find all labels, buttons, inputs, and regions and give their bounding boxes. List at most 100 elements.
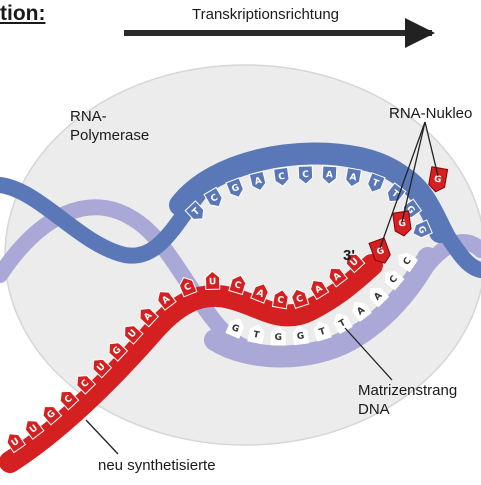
rna-base: A <box>139 307 160 328</box>
template-base-letter: T <box>252 330 261 341</box>
coding-base: C <box>203 186 223 208</box>
rna-base-letter: A <box>142 311 154 323</box>
coding-base-letter: A <box>254 176 263 187</box>
rna-base-letter: U <box>209 277 217 287</box>
coding-base: A <box>345 167 363 188</box>
rna-base: A <box>328 267 348 288</box>
coding-base-letter: A <box>326 170 334 180</box>
coding-base-letter: T <box>371 178 381 190</box>
coding-base-letter: C <box>209 193 220 205</box>
free-nucleotide: G <box>368 237 391 264</box>
rna-strand <box>0 254 383 473</box>
coding-base: T <box>386 182 407 203</box>
template-base-letter: C <box>402 256 414 267</box>
rna-base: G <box>108 342 129 362</box>
coding-base: C <box>273 166 290 187</box>
coding-base: A <box>248 170 267 192</box>
coding-base-letter: C <box>278 172 286 183</box>
template-base: T <box>333 313 353 335</box>
rna-base: U <box>6 433 27 454</box>
new-rna-label: neu synthetisierte <box>98 457 216 474</box>
free-nucleotide: G <box>428 166 449 193</box>
template-base: T <box>247 323 265 345</box>
coding-base: A <box>321 165 338 185</box>
rna-base: U <box>204 270 221 290</box>
free-nucleotides: GGG <box>368 166 449 264</box>
rna-base: C <box>271 289 289 310</box>
template-base-letter: C <box>388 274 400 286</box>
coding-base-letter: C <box>302 170 309 180</box>
new-rna-pointer <box>85 419 119 455</box>
free-nucleotide-letter: G <box>376 246 386 258</box>
template-base: T <box>313 321 332 342</box>
coding-base: G <box>412 219 433 239</box>
template-base: G <box>270 326 286 346</box>
rna-base-letter: A <box>332 271 344 283</box>
nucleotide-pointer-2 <box>401 121 426 223</box>
rna-base: C <box>178 276 198 298</box>
polymerase-label: RNA- Polymerase <box>70 108 150 144</box>
rna-base-letter: A <box>160 294 172 306</box>
template-base: C <box>398 252 419 273</box>
template-base-letter: T <box>338 318 349 330</box>
rna-base-letter: A <box>313 284 324 296</box>
rna-base: C <box>59 390 80 411</box>
coding-base-letter: T <box>389 189 401 201</box>
rna-base: U <box>24 420 45 440</box>
template-base-letter: G <box>274 333 282 343</box>
rna-base: C <box>228 274 247 296</box>
coding-base-letter: G <box>230 183 240 195</box>
rna-base: G <box>42 406 63 426</box>
template-backbone <box>204 247 439 368</box>
template-base: G <box>292 325 310 346</box>
template-base: G <box>225 318 245 339</box>
template-base-letter: G <box>230 323 241 335</box>
rna-base: A <box>157 291 177 311</box>
nucleotide-pointer-1 <box>424 121 439 177</box>
free-nucleotide: G <box>392 210 412 237</box>
rna-base: C <box>291 288 310 310</box>
free-nucleotide-letter: G <box>433 174 442 185</box>
template-base: A <box>369 287 390 308</box>
coding-base: T <box>184 200 205 220</box>
direction-label: Transkriptionsrichtung <box>192 6 340 23</box>
rna-base: A <box>250 283 269 304</box>
nucleotide-label: RNA-Nukleo <box>389 105 473 122</box>
coding-base-letter: G <box>415 225 427 236</box>
rna-base: U <box>345 253 366 274</box>
rna-base-letter: U <box>28 423 40 435</box>
three-prime-label: 3' <box>343 247 355 264</box>
coding-base-letter: T <box>191 206 203 218</box>
rna-base-letter: C <box>295 294 305 306</box>
template-base: A <box>352 302 372 322</box>
rna-base: U <box>92 358 113 379</box>
rna-base-letter: C <box>276 295 285 306</box>
coding-backbone <box>169 142 451 243</box>
template-base-letter: G <box>296 331 305 342</box>
template-base-letter: A <box>356 305 368 317</box>
free-nucleotide-letter: G <box>398 219 407 230</box>
coding-base-letter: G <box>404 204 416 216</box>
heading-text: tion: <box>0 2 46 25</box>
rna-base-letter: C <box>80 378 92 390</box>
coding-base: C <box>297 165 314 185</box>
rna-base: C <box>76 375 97 395</box>
rna-base-letter: C <box>63 394 75 406</box>
coding-base: T <box>367 172 386 193</box>
template-pointer <box>344 327 393 381</box>
rna-base: U <box>124 325 144 345</box>
rna-base-letter: C <box>183 282 193 294</box>
template-base-letter: T <box>318 326 328 338</box>
rna-base-letter: A <box>255 288 265 300</box>
template-base: C <box>384 270 405 291</box>
rna-base-letter: C <box>233 280 243 292</box>
template-base-letter: A <box>373 291 385 303</box>
coding-base: G <box>225 177 244 198</box>
rna-base: A <box>309 279 330 301</box>
template-strand-label: Matrizenstrang DNA <box>358 382 458 418</box>
rna-base-letter: U <box>10 437 22 449</box>
